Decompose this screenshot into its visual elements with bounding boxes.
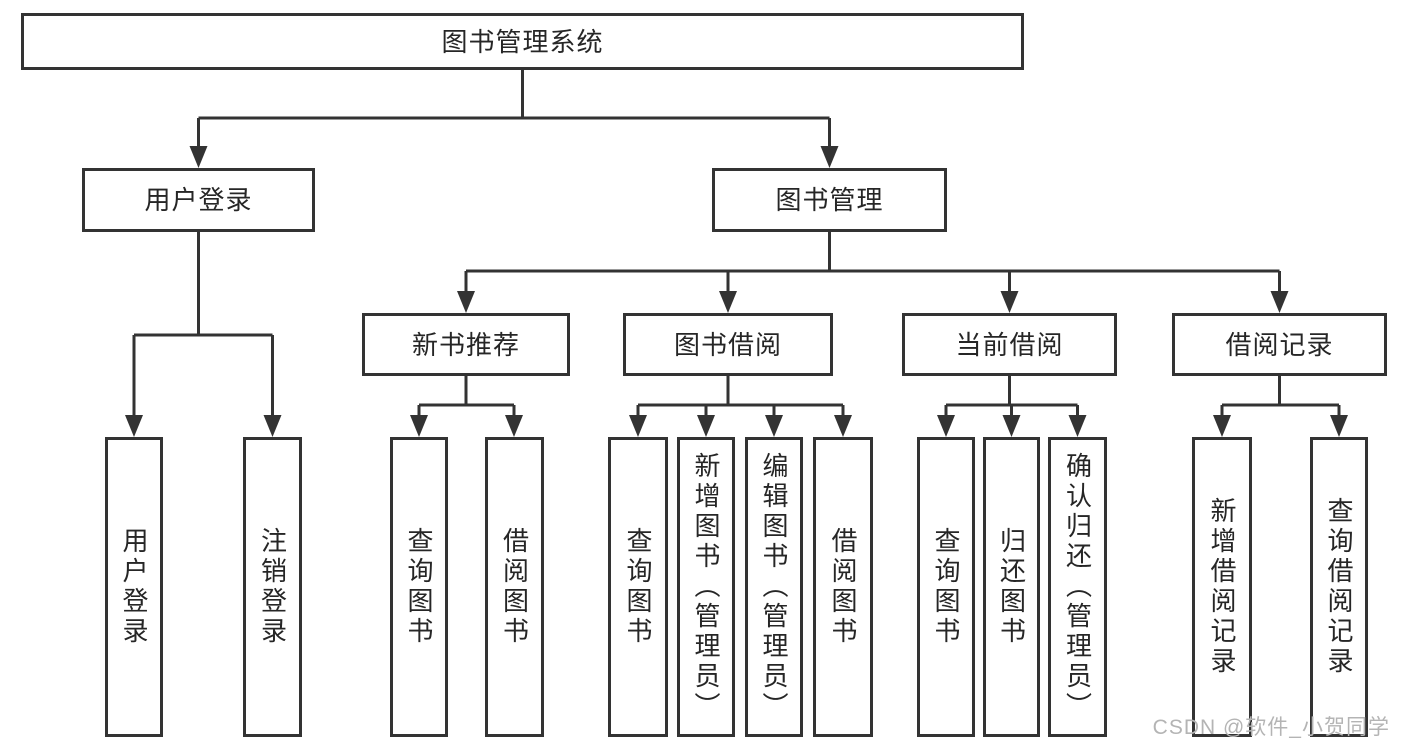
node-label: 图书管理 bbox=[775, 185, 884, 215]
leaf-label: 编辑图书（管理员） bbox=[759, 452, 789, 722]
leaf-label: 查询图书 bbox=[404, 527, 434, 647]
leaf-recommend-borrow-books: 借阅图书 bbox=[485, 437, 544, 737]
leaf-label: 查询图书 bbox=[623, 527, 653, 647]
node-label: 图书借阅 bbox=[673, 329, 782, 360]
leaf-label: 新增图书（管理员） bbox=[691, 452, 721, 722]
node-label: 当前借阅 bbox=[955, 329, 1064, 360]
leaf-user-login: 用户登录 bbox=[105, 437, 163, 737]
leaf-borrow-edit-books-admin: 编辑图书（管理员） bbox=[745, 437, 803, 737]
node-book-borrowing: 图书借阅 bbox=[623, 313, 833, 376]
leaf-label: 借阅图书 bbox=[828, 527, 858, 647]
leaf-recommend-query-books: 查询图书 bbox=[390, 437, 448, 737]
leaf-label: 归还图书 bbox=[996, 527, 1027, 647]
node-library-management-system: 图书管理系统 bbox=[21, 13, 1024, 70]
leaf-logout: 注销登录 bbox=[243, 437, 302, 737]
node-label: 用户登录 bbox=[144, 185, 253, 215]
leaf-records-add-borrow-record: 新增借阅记录 bbox=[1192, 437, 1252, 737]
leaf-borrow-borrow-books: 借阅图书 bbox=[813, 437, 873, 737]
node-label: 图书管理系统 bbox=[441, 26, 604, 57]
leaf-current-query-books: 查询图书 bbox=[917, 437, 975, 737]
leaf-label: 注销登录 bbox=[257, 527, 288, 647]
node-new-book-recommendation: 新书推荐 bbox=[362, 313, 570, 376]
node-book-management: 图书管理 bbox=[712, 168, 947, 232]
leaf-label: 借阅图书 bbox=[499, 527, 530, 647]
node-label: 借阅记录 bbox=[1225, 329, 1334, 360]
leaf-label: 查询借阅记录 bbox=[1324, 497, 1354, 677]
leaf-current-return-books: 归还图书 bbox=[983, 437, 1040, 737]
leaf-borrow-query-books: 查询图书 bbox=[608, 437, 668, 737]
leaf-label: 新增借阅记录 bbox=[1207, 497, 1237, 677]
leaf-label: 确认归还（管理员） bbox=[1062, 452, 1093, 722]
node-label: 新书推荐 bbox=[411, 329, 520, 360]
leaf-label: 查询图书 bbox=[931, 527, 961, 647]
leaf-current-confirm-return-admin: 确认归还（管理员） bbox=[1048, 437, 1107, 737]
leaf-records-query-borrow-record: 查询借阅记录 bbox=[1310, 437, 1368, 737]
leaf-borrow-add-books-admin: 新增图书（管理员） bbox=[677, 437, 735, 737]
watermark: CSDN @软件_小贺同学 bbox=[1152, 716, 1390, 739]
node-current-borrowing: 当前借阅 bbox=[902, 313, 1117, 376]
node-borrowing-records: 借阅记录 bbox=[1172, 313, 1387, 376]
leaf-label: 用户登录 bbox=[119, 527, 149, 647]
node-user-login: 用户登录 bbox=[82, 168, 315, 232]
